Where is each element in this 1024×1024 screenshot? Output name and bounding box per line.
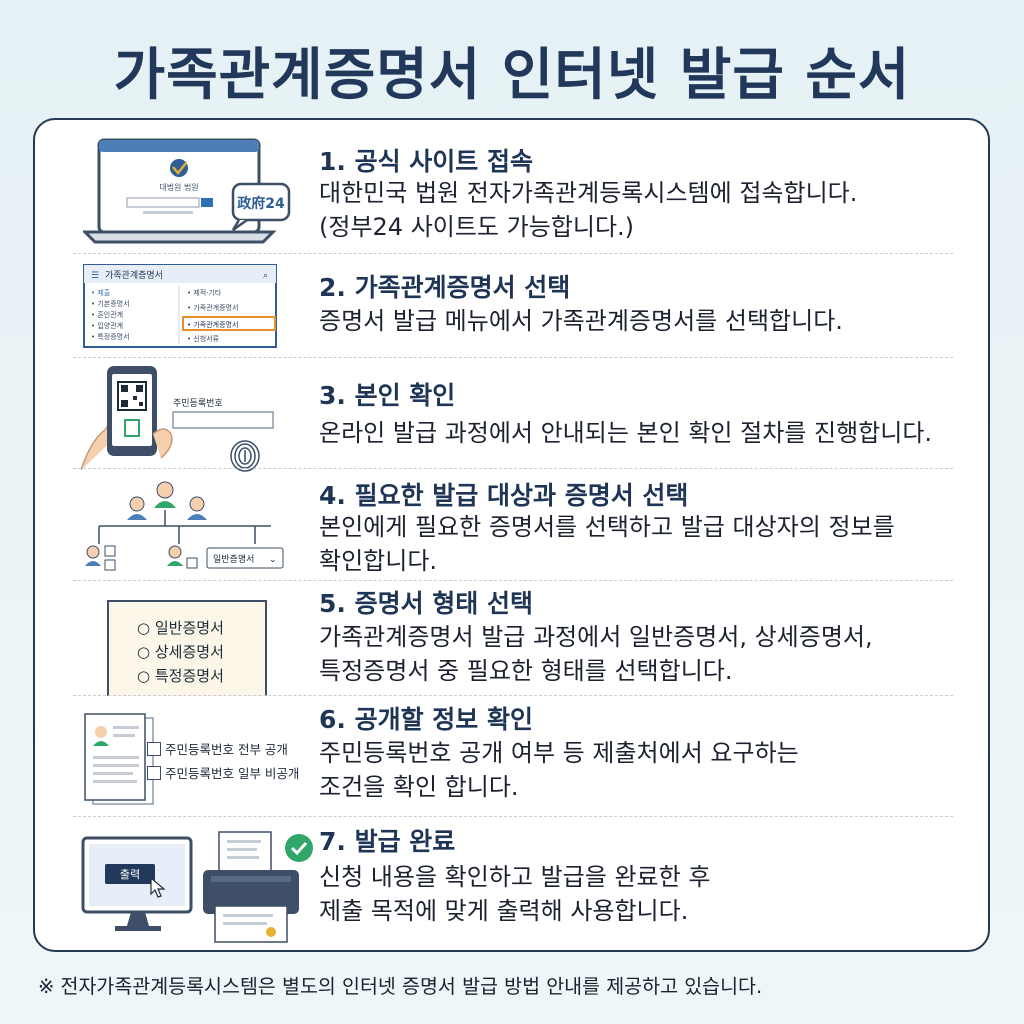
- search-icon: ⌕: [263, 271, 268, 281]
- id-number-label: 주민등록번호: [173, 398, 223, 409]
- step-6-title: 6. 공개할 정보 확인: [319, 705, 534, 734]
- option-general: ○ 일반증명서: [137, 619, 224, 637]
- checkbox-icon: [147, 742, 161, 756]
- checkbox-icon: [104, 559, 116, 571]
- print-button: [105, 864, 155, 884]
- svg-text:• 가족관계증명서: • 가족관계증명서: [187, 303, 238, 312]
- divider: [73, 253, 953, 254]
- menu-header: 가족관계증명서: [105, 269, 163, 281]
- certificate-type-select: 일반증명서: [213, 554, 254, 565]
- step-2-desc: 증명서 발급 메뉴에서 가족관계증명서를 선택합니다.: [319, 307, 843, 335]
- divider: [73, 357, 953, 358]
- page-title: 가족관계증명서 인터넷 발급 순서: [113, 43, 911, 108]
- radio-icon: ○: [137, 619, 151, 637]
- step-7-desc: 신청 내용을 확인하고 발급을 완료한 후 제출 목적에 맞게 출력해 사용합니…: [319, 863, 711, 925]
- person-icon: [154, 481, 176, 508]
- checkmark-icon: [285, 834, 313, 862]
- svg-text:• 제출: • 제출: [91, 288, 111, 297]
- step-5-desc: 가족관계증명서 발급 과정에서 일반증명서, 상세증명서, 특정증명서 중 필요…: [319, 623, 873, 685]
- option-specific: ○ 특정증명서: [137, 667, 224, 685]
- step-3-title: 3. 본인 확인: [319, 381, 456, 410]
- divider: [73, 695, 953, 696]
- step-1-title: 1. 공식 사이트 접속: [319, 147, 534, 176]
- person-icon: [187, 496, 207, 520]
- check-partial-disclosure: 주민등록번호 일부 비공개: [147, 762, 299, 786]
- checkbox-icon: [147, 766, 161, 780]
- laptop-website-illustration: 대법원 법원 政府24: [83, 138, 291, 244]
- disclosure-options: 주민등록번호 전부 공개 주민등록번호 일부 비공개: [147, 738, 299, 786]
- phone-verification-illustration: 주민등록번호: [81, 366, 274, 472]
- step-7-title: 7. 발급 완료: [319, 827, 456, 856]
- highlighted-menu-item: • 가족관계증명서: [187, 320, 238, 329]
- step-5-title: 5. 증명서 형태 선택: [319, 589, 534, 618]
- person-icon: [127, 496, 147, 520]
- radio-icon: ○: [137, 667, 151, 685]
- svg-text:• 신청서류: • 신청서류: [187, 334, 220, 343]
- step-4-desc: 본인에게 필요한 증명서를 선택하고 발급 대상자의 정보를 확인합니다.: [319, 513, 895, 575]
- svg-text:• 기본증명서: • 기본증명서: [91, 299, 130, 308]
- svg-text:• 특정증명서: • 특정증명서: [91, 332, 130, 341]
- seal-icon: [266, 927, 276, 937]
- menu-icon: ☰: [91, 271, 99, 281]
- footnote: ※ 전자가족관계등록시스템은 별도의 인터넷 증명서 발급 방법 안내를 제공하…: [38, 975, 763, 998]
- step-2-title: 2. 가족관계증명서 선택: [319, 273, 571, 302]
- family-tree-illustration: 일반증명서 ⌄: [85, 481, 284, 571]
- step-1-desc: 대한민국 법원 전자가족관계등록시스템에 접속합니다. (정부24 사이트도 가…: [319, 179, 858, 241]
- cursor-icon: [150, 876, 166, 898]
- menu-screen-illustration: ☰ 가족관계증명서 ⌕ • 제출 • 기본증명서 • 혼인관계 • 입양관계 •…: [83, 264, 277, 348]
- person-icon: [85, 545, 101, 566]
- radio-icon: ○: [137, 643, 151, 661]
- step-4-title: 4. 필요한 발급 대상과 증명서 선택: [319, 481, 689, 510]
- option-detailed: ○ 상세증명서: [137, 643, 224, 661]
- svg-text:• 입양관계: • 입양관계: [91, 321, 123, 330]
- certificate-type-options: ○ 일반증명서 ○ 상세증명서 ○ 특정증명서: [107, 600, 267, 696]
- chevron-down-icon: ⌄: [269, 555, 277, 565]
- check-full-disclosure: 주민등록번호 전부 공개: [147, 738, 299, 762]
- step-3-desc: 온라인 발급 과정에서 안내되는 본인 확인 절차를 진행합니다.: [319, 419, 933, 447]
- divider: [73, 468, 953, 469]
- divider: [73, 580, 953, 581]
- steps-card: 대법원 법원 政府24 1. 공식 사이트 접속 대한민국 법원 전자가족관계등…: [33, 118, 990, 952]
- fingerprint-icon: [230, 440, 260, 472]
- step-6-desc: 주민등록번호 공개 여부 등 제출처에서 요구하는 조건을 확인 합니다.: [319, 739, 799, 801]
- checkbox-icon: [186, 557, 198, 569]
- svg-text:출력: 출력: [120, 868, 140, 881]
- gov24-badge: 政府24: [237, 195, 285, 212]
- person-icon: [167, 545, 183, 566]
- print-illustration: 출력: [81, 831, 313, 943]
- document-illustration: [84, 713, 154, 805]
- svg-text:• 제적·기타: • 제적·기타: [187, 288, 222, 297]
- checkbox-icon: [104, 545, 116, 557]
- site-label: 대법원 법원: [159, 182, 198, 192]
- svg-text:• 혼인관계: • 혼인관계: [91, 310, 123, 319]
- divider: [73, 816, 953, 817]
